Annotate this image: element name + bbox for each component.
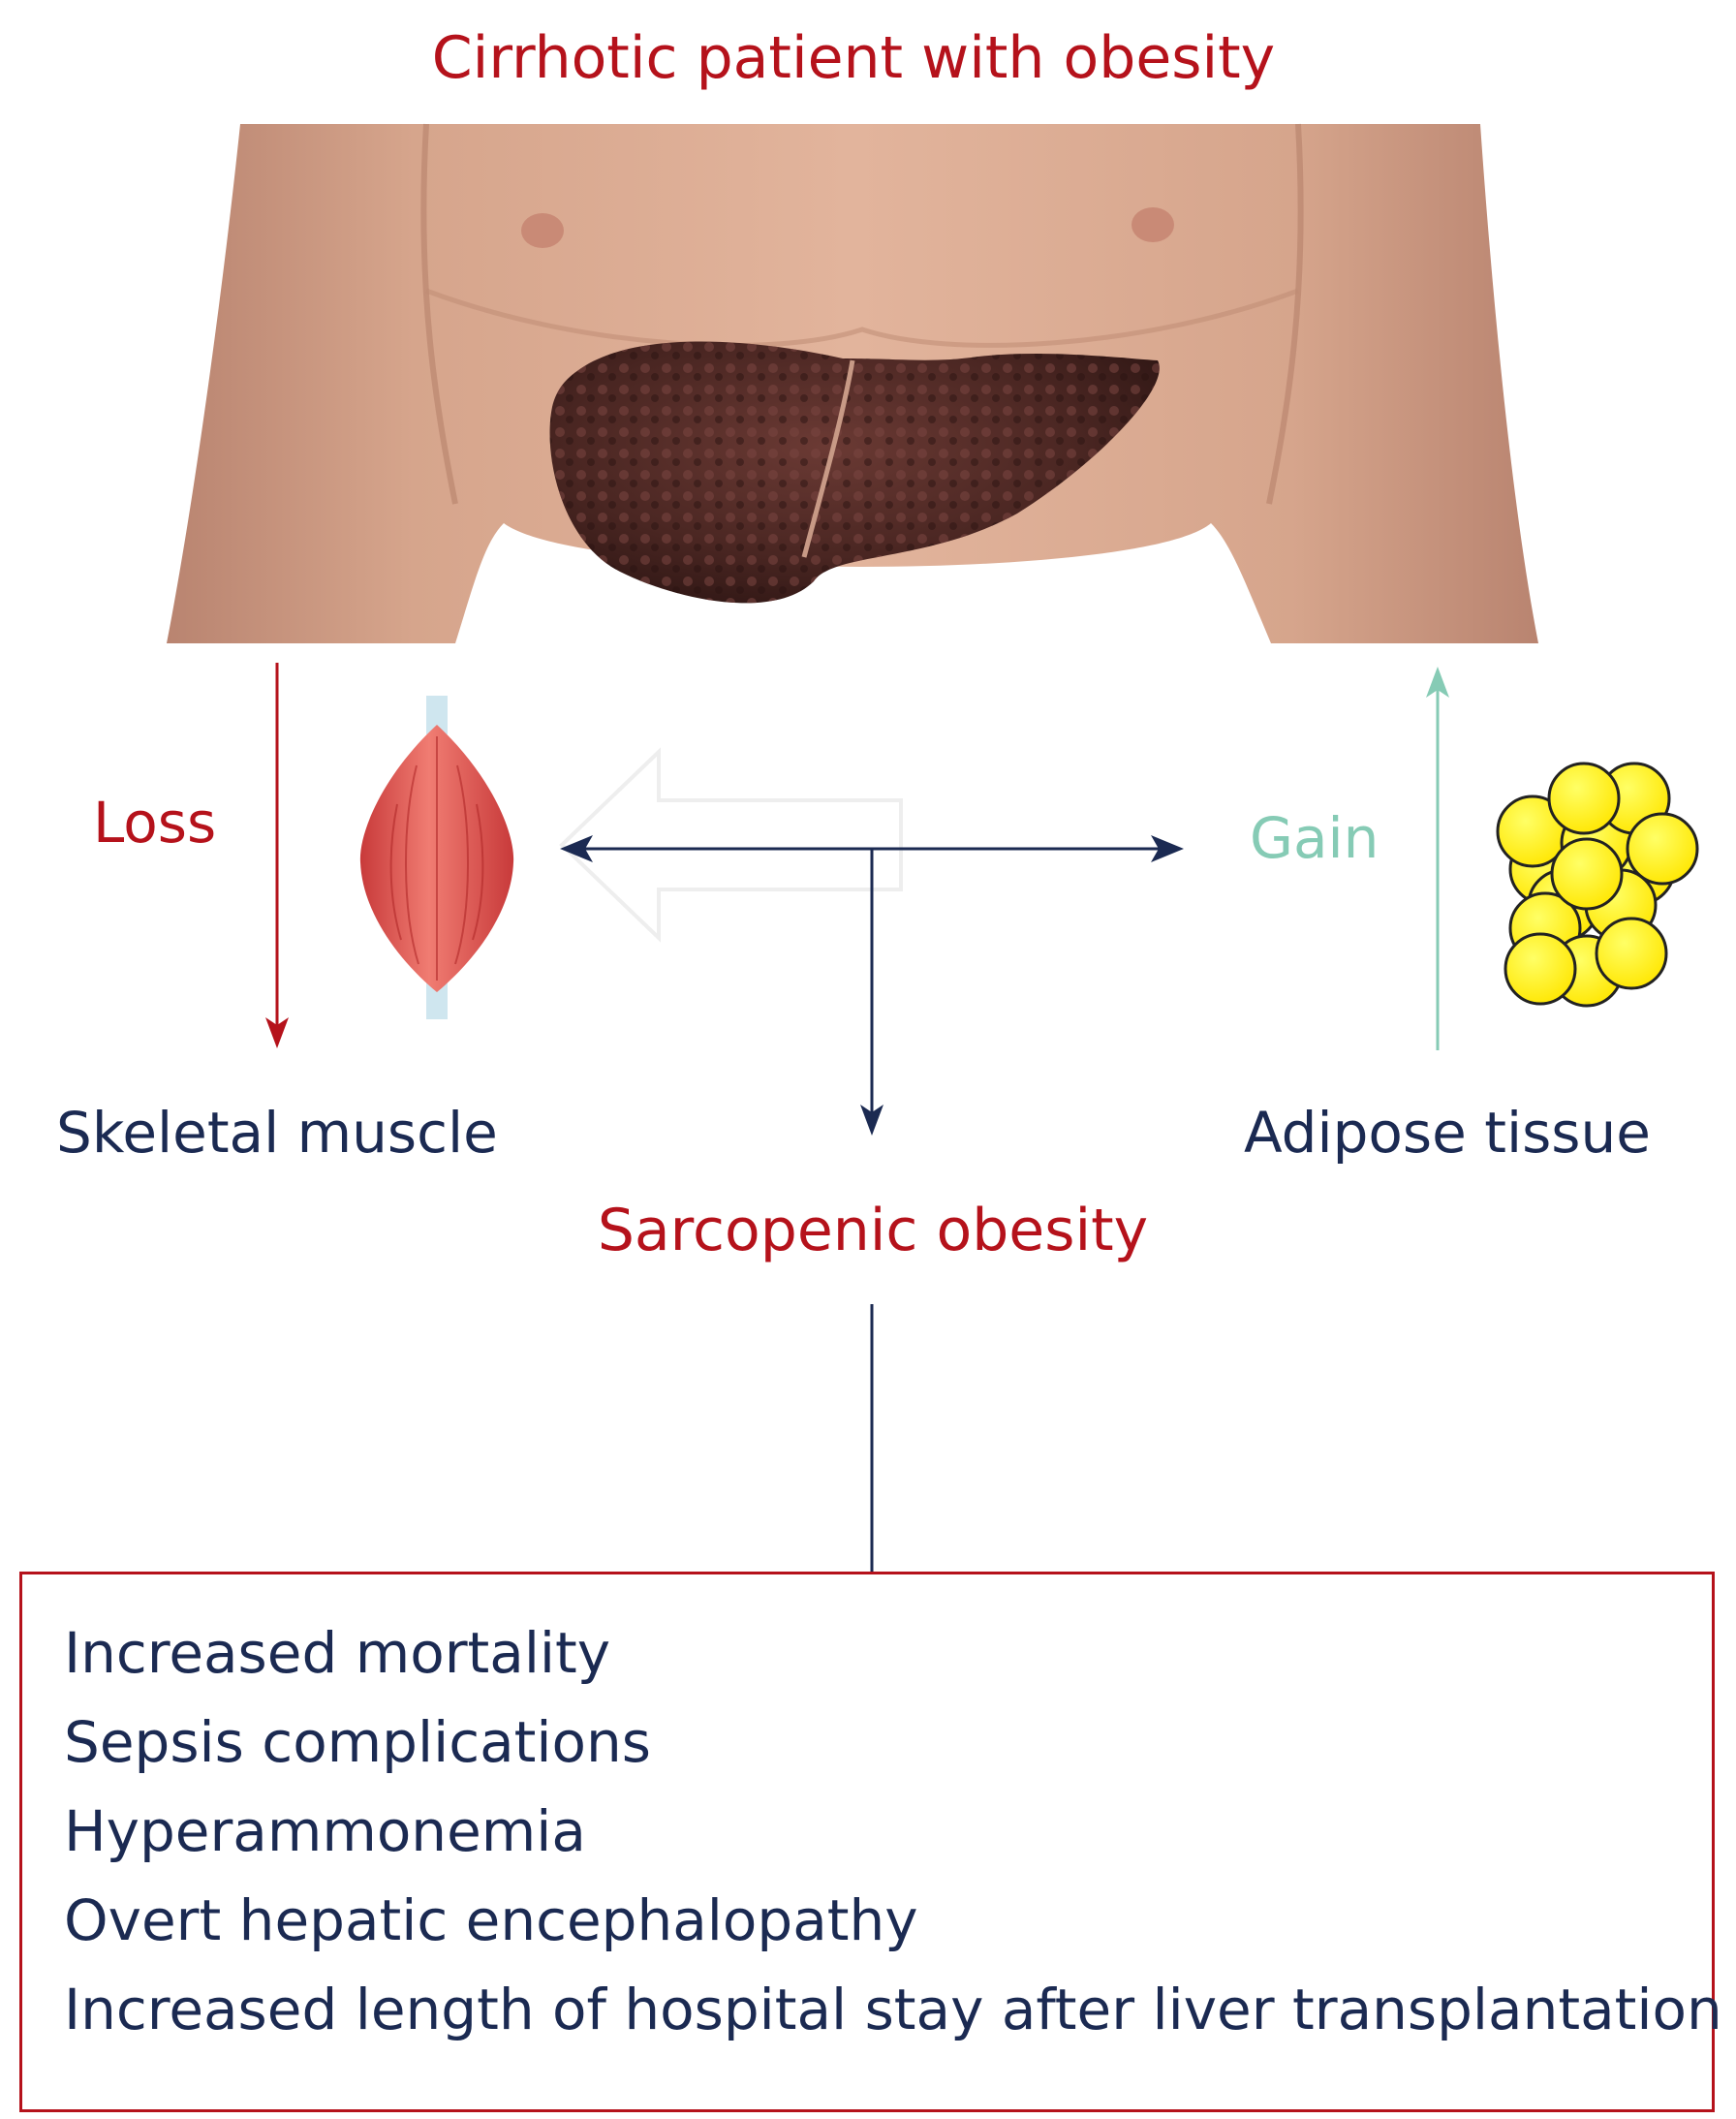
loss-arrowhead bbox=[265, 1017, 289, 1048]
fat-cells-icon bbox=[1496, 762, 1699, 1008]
outcome-item: Increased mortality bbox=[64, 1620, 611, 1686]
outcome-item: Hyperammonemia bbox=[64, 1798, 586, 1864]
cirrhotic-liver-icon bbox=[549, 341, 1160, 604]
right-arrowhead bbox=[1151, 835, 1184, 862]
outcome-item: Sepsis complications bbox=[64, 1709, 651, 1775]
outcome-item: Overt hepatic encephalopathy bbox=[64, 1887, 918, 1953]
gain-label: Gain bbox=[1250, 805, 1380, 871]
outcomes-box bbox=[19, 1572, 1715, 2112]
adipose-tissue-label: Adipose tissue bbox=[1244, 1100, 1651, 1166]
loss-label: Loss bbox=[93, 790, 217, 856]
faded-arrow bbox=[559, 747, 903, 943]
sarcopenic-obesity-label: Sarcopenic obesity bbox=[597, 1197, 1149, 1264]
diagram-title: Cirrhotic patient with obesity bbox=[431, 24, 1276, 92]
muscle-icon bbox=[359, 696, 514, 1019]
left-arrowhead bbox=[560, 835, 593, 862]
skeletal-muscle-label: Skeletal muscle bbox=[56, 1100, 498, 1166]
to-sarcopenic-arrowhead bbox=[860, 1105, 884, 1136]
outcome-item: Increased length of hospital stay after … bbox=[64, 1977, 1722, 2042]
gain-arrowhead bbox=[1426, 667, 1449, 698]
outcomes-list: Increased mortality Sepsis complications… bbox=[64, 1620, 1722, 2066]
